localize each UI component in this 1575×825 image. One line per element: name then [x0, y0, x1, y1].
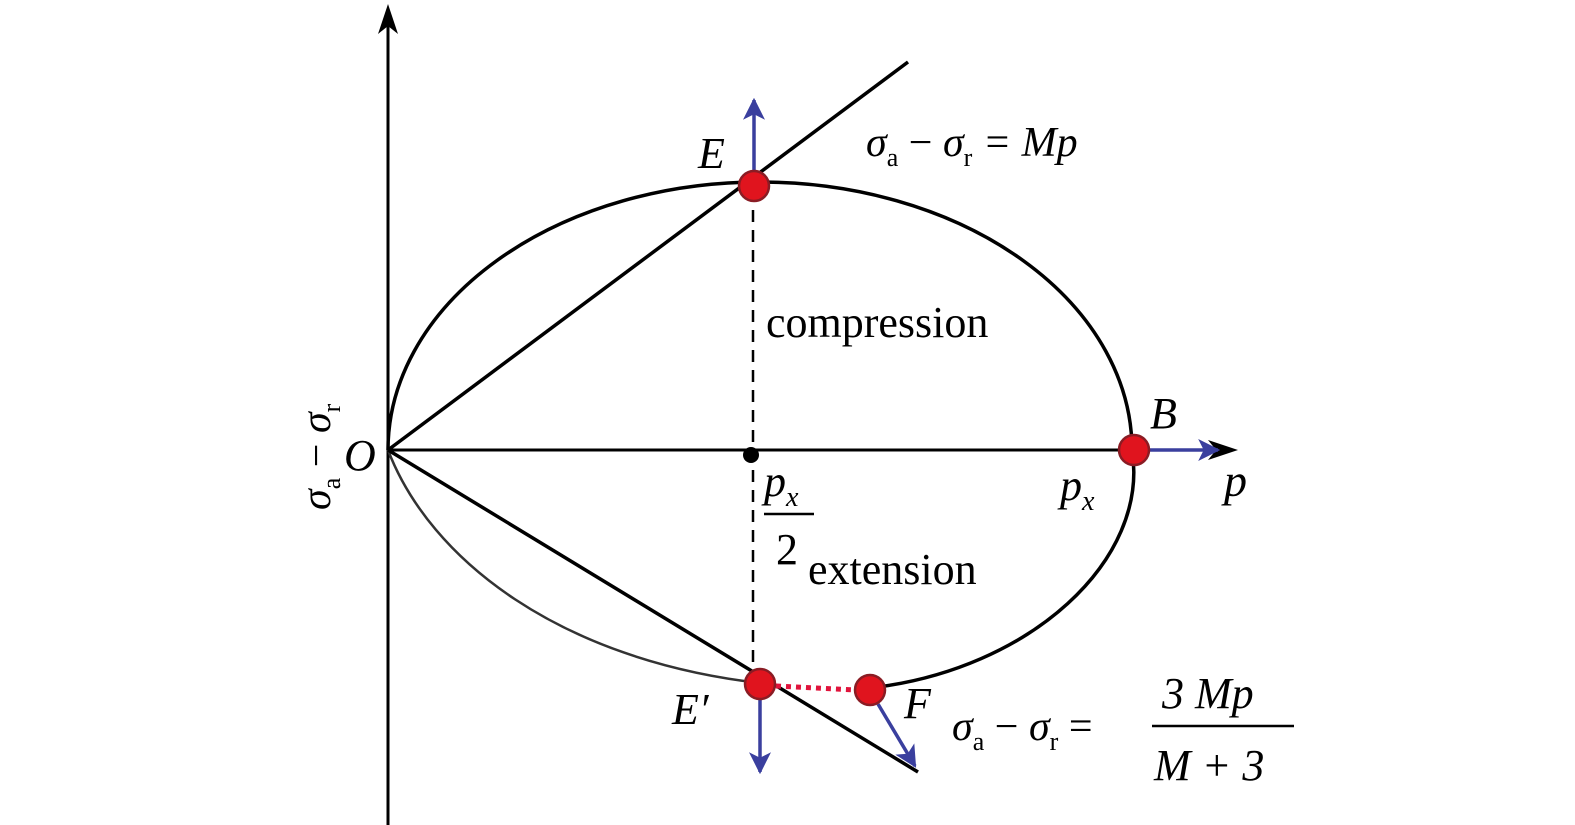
- point-E-prime-label: E′: [671, 685, 710, 734]
- half-px-numerator: px: [761, 457, 799, 513]
- compression-label: compression: [766, 298, 988, 347]
- point-F: [853, 673, 887, 707]
- point-B: [1117, 433, 1151, 467]
- extension-csl: [387, 448, 919, 774]
- point-B-label: B: [1150, 389, 1177, 438]
- extension-label: extension: [808, 545, 977, 594]
- compression-yield-curve: [386, 180, 1134, 451]
- extension-yield-curve: [386, 449, 761, 685]
- x-axis-label: p: [1221, 455, 1247, 506]
- extension-csl-equation-lhs: σa − σr =: [952, 704, 1093, 756]
- origin-label: O: [344, 431, 376, 480]
- point-half-px: [743, 447, 759, 463]
- y-axis-label: σa − σr: [294, 403, 346, 510]
- compression-csl-equation: σa − σr = Mp: [866, 120, 1078, 172]
- vector-F: [876, 703, 917, 768]
- px-label: px: [1057, 461, 1095, 517]
- point-E: [737, 169, 771, 203]
- point-E-label: E: [697, 129, 725, 178]
- extension-yield-curve-right: [869, 449, 1136, 690]
- point-E-prime: [743, 667, 777, 701]
- point-F-label: F: [903, 679, 932, 728]
- extension-csl-equation-denominator: M + 3: [1153, 741, 1264, 790]
- half-px-denominator: 2: [776, 525, 798, 574]
- extension-csl-equation-numerator: 3 Mp: [1161, 669, 1254, 718]
- dotted-path-e-prime-f: [775, 683, 857, 693]
- y-axis-arrowhead-icon: [378, 4, 398, 34]
- compression-csl: [386, 60, 910, 452]
